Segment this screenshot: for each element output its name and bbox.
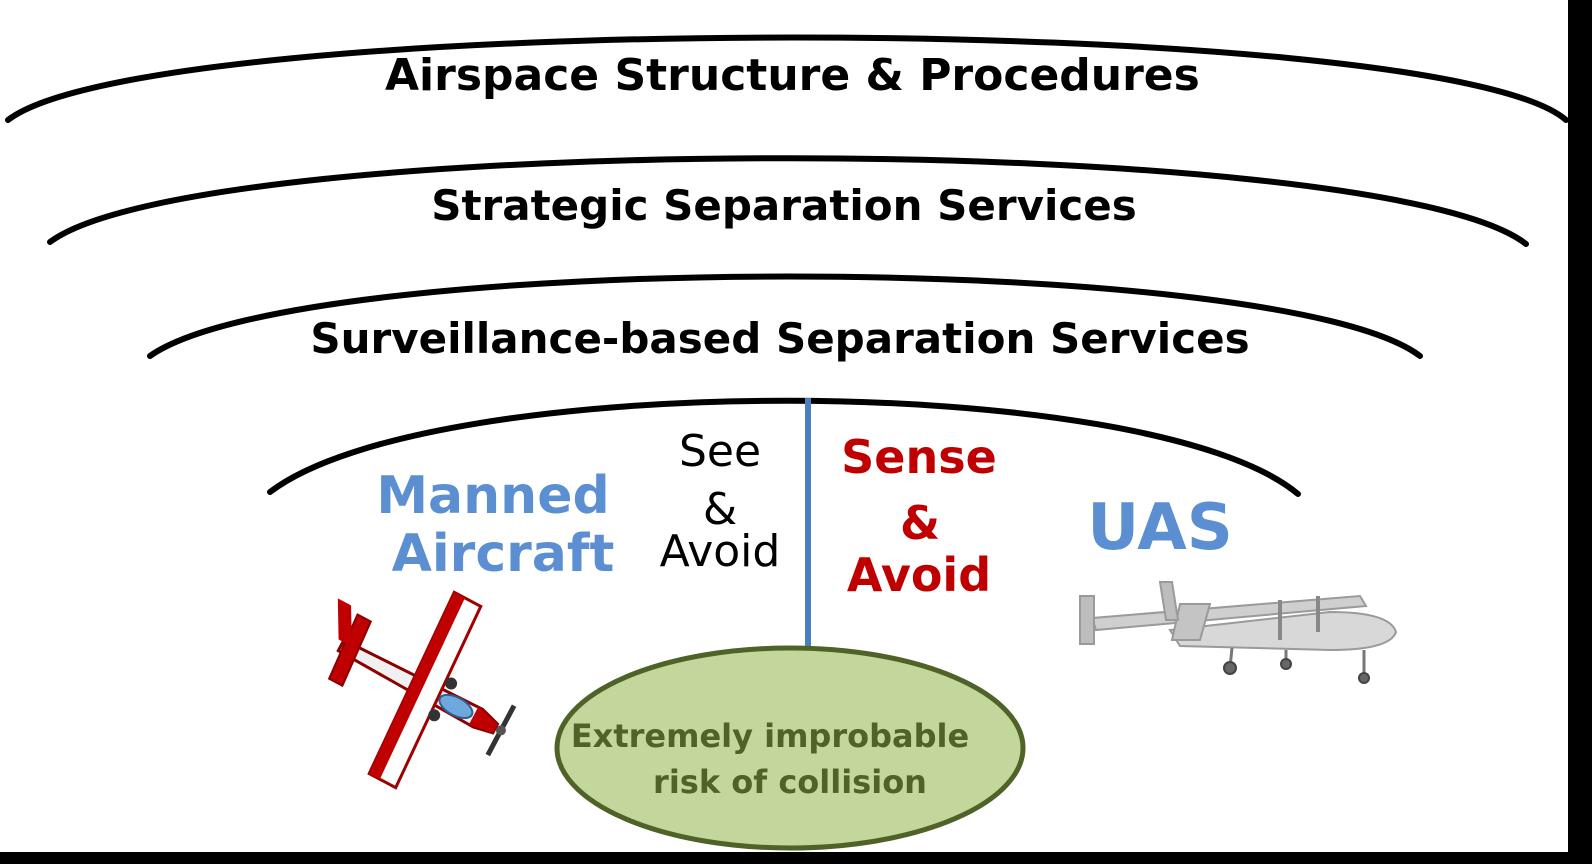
- surveillance-separation-label: Surveillance-based Separation Services: [310, 314, 1250, 363]
- surveillance-arc: [147, 273, 1423, 359]
- airspace-arc: [5, 34, 1569, 123]
- sense-avoid-line2: &: [899, 496, 941, 550]
- manned-aircraft-icon: [327, 590, 517, 790]
- see-avoid-line2: &: [702, 484, 738, 535]
- see-avoid-line3: Avoid: [659, 526, 781, 577]
- uas-drone-icon: [1079, 581, 1398, 684]
- strategic-arc: [47, 155, 1529, 247]
- sense-avoid-line3: Avoid: [846, 548, 992, 602]
- sense-avoid-line1: Sense: [841, 430, 997, 484]
- see-avoid-line1: See: [678, 426, 762, 477]
- outcome-label-line2: risk of collision: [653, 763, 927, 801]
- manned-label-line1: Manned: [376, 466, 610, 526]
- strategic-separation-label: Strategic Separation Services: [431, 181, 1137, 230]
- manned-label-line2: Aircraft: [391, 524, 615, 584]
- outcome-label-line1: Extremely improbable: [570, 717, 970, 755]
- outcome-ellipse: [554, 645, 1026, 851]
- airspace-structure-label: Airspace Structure & Procedures: [385, 50, 1200, 101]
- collision-avoidance-arc: [267, 397, 1301, 497]
- uas-label: UAS: [1087, 491, 1233, 565]
